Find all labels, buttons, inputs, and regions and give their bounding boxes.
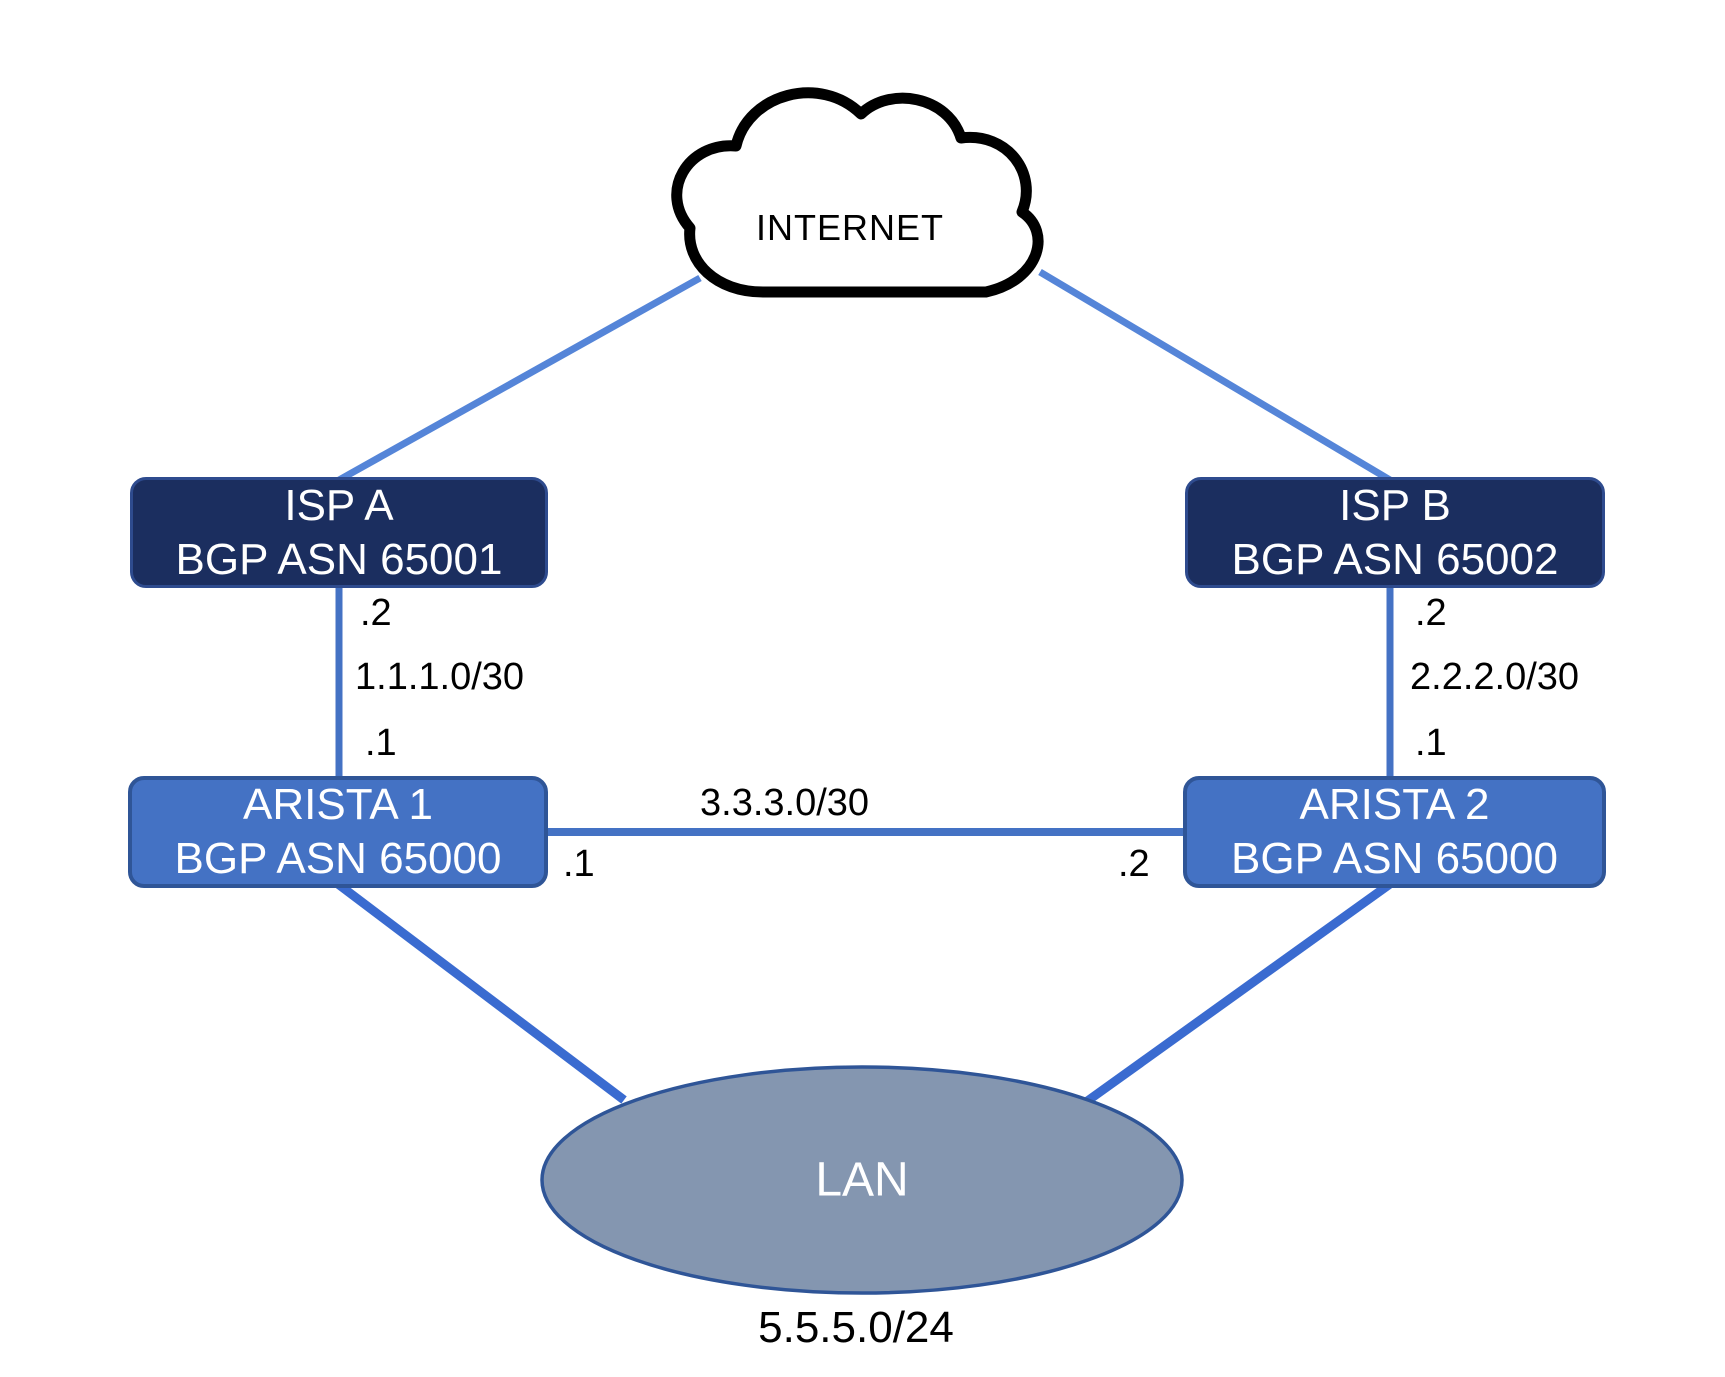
ip-label-arista2-west-end: .2 <box>1118 843 1150 885</box>
link-internet-ispb <box>1038 268 1392 484</box>
node-isp-a: ISP A BGP ASN 65001 <box>130 477 548 588</box>
node-arista-2: ARISTA 2 BGP ASN 65000 <box>1183 776 1606 888</box>
ip-label-ispa-end: .2 <box>360 592 392 634</box>
node-arista-2-asn: BGP ASN 65000 <box>1231 834 1558 883</box>
lan-subnet-label: 5.5.5.0/24 <box>758 1303 954 1352</box>
link-internet-ispa <box>337 274 702 484</box>
link-arista2-lan <box>1083 880 1393 1106</box>
internet-cloud-icon <box>671 87 1044 298</box>
subnet-label-arista1-arista2: 3.3.3.0/30 <box>700 782 870 824</box>
node-arista-1-title: ARISTA 1 <box>243 780 433 830</box>
node-isp-a-asn: BGP ASN 65001 <box>175 534 503 584</box>
node-isp-a-title: ISP A <box>284 480 394 530</box>
node-arista-1-asn: BGP ASN 65000 <box>174 834 502 883</box>
ip-label-ispb-end: .2 <box>1415 592 1447 634</box>
lan-label: LAN <box>815 1153 909 1207</box>
subnet-label-ispb-arista2: 2.2.2.0/30 <box>1410 656 1580 698</box>
ip-label-arista1-north-end: .1 <box>365 722 397 764</box>
link-arista1-lan <box>335 880 627 1104</box>
node-isp-b: ISP B BGP ASN 65002 <box>1185 477 1605 588</box>
node-arista-2-title: ARISTA 2 <box>1299 780 1490 830</box>
node-isp-b-asn: BGP ASN 65002 <box>1231 534 1559 584</box>
ip-label-arista2-north-end: .1 <box>1415 722 1447 764</box>
subnet-label-ispa-arista1: 1.1.1.0/30 <box>355 656 525 698</box>
node-arista-1: ARISTA 1 BGP ASN 65000 <box>128 776 548 888</box>
ip-label-arista1-east-end: .1 <box>563 843 595 885</box>
internet-label: INTERNET <box>756 207 944 248</box>
node-isp-b-title: ISP B <box>1339 480 1451 530</box>
lan-ellipse <box>540 1065 1184 1295</box>
